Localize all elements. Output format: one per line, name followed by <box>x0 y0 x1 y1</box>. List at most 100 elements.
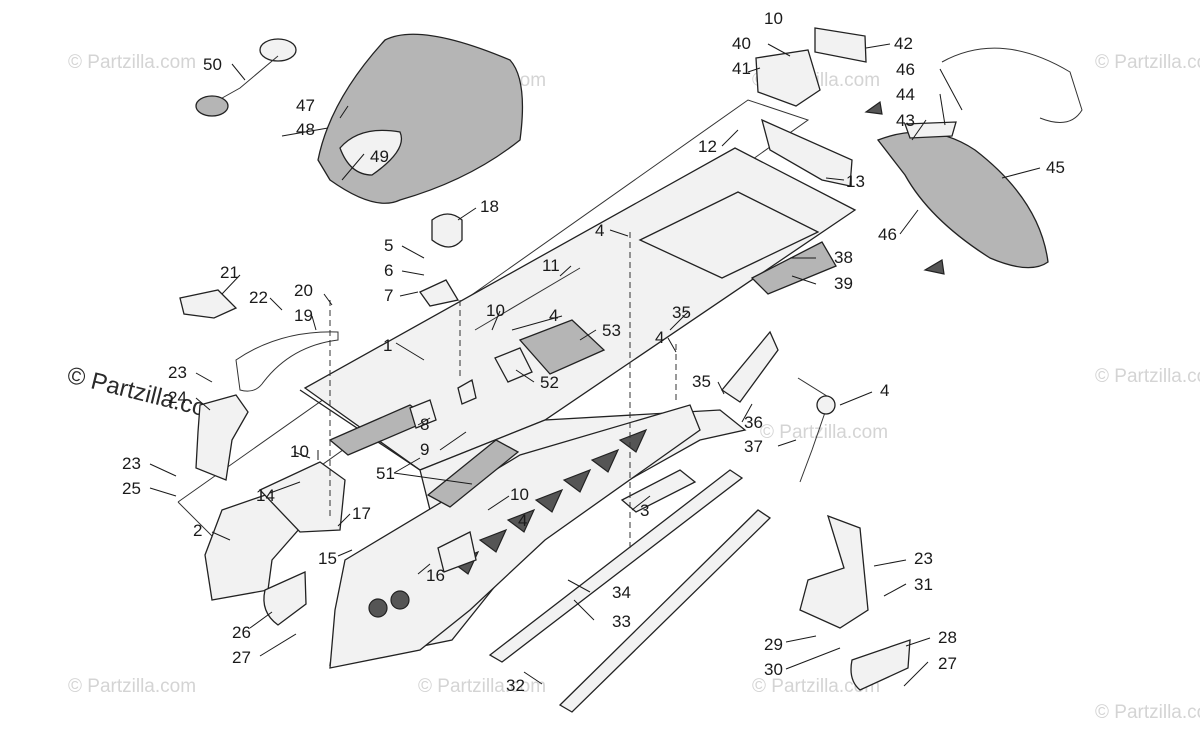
callout-3: 3 <box>640 501 649 520</box>
watermark: © Partzilla.com <box>752 676 880 697</box>
side-cover-plate <box>437 531 477 573</box>
callout-33: 33 <box>612 612 631 631</box>
direction-arrow <box>923 259 945 275</box>
callout-11: 11 <box>542 256 560 275</box>
callout-42: 42 <box>894 34 913 53</box>
bracket-24 <box>195 394 249 481</box>
bracket-7 <box>419 279 460 307</box>
bracket-9 <box>457 378 477 405</box>
rear-bumper-45 <box>876 131 1049 269</box>
callout-6: 6 <box>384 261 393 280</box>
callout-53: 53 <box>602 321 621 340</box>
antenna-rod <box>474 267 581 331</box>
bumper-cap <box>816 395 836 415</box>
callout-4: 4 <box>595 221 604 240</box>
callout-35: 35 <box>672 303 691 322</box>
callout-19: 19 <box>294 306 313 325</box>
callout-4: 4 <box>655 328 664 347</box>
tunnel-vent-grille <box>750 241 837 295</box>
callout-34: 34 <box>612 583 631 602</box>
callout-27: 27 <box>232 648 251 667</box>
callout-15: 15 <box>318 549 337 568</box>
callout-49: 49 <box>370 147 389 166</box>
callout-38: 38 <box>834 248 853 267</box>
callout-40: 40 <box>732 34 751 53</box>
callout-17: 17 <box>352 504 371 523</box>
bumper-arm <box>797 377 831 483</box>
callout-13: 13 <box>846 172 865 191</box>
callout-51: 51 <box>376 464 395 483</box>
slide-bar-33 <box>558 509 772 713</box>
hand-grip-19 <box>235 331 339 392</box>
gas-cap <box>259 38 297 62</box>
front-bracket-upper <box>258 461 346 533</box>
callout-10: 10 <box>290 442 309 461</box>
callout-7: 7 <box>384 286 393 305</box>
slide-rail-34 <box>488 469 744 663</box>
mount-hole <box>368 598 388 618</box>
callout-43: 43 <box>896 111 915 130</box>
direction-arrow <box>864 100 883 115</box>
mount-hole <box>390 590 410 610</box>
tunnel-plate <box>638 191 820 279</box>
callout-2: 2 <box>193 521 202 540</box>
callout-8: 8 <box>420 415 429 434</box>
callout-23: 23 <box>122 454 141 473</box>
callout-1: 1 <box>383 336 392 355</box>
taillight-40 <box>755 49 821 107</box>
bracket-13 <box>761 118 853 187</box>
callout-45: 45 <box>1046 158 1065 177</box>
cap-18 <box>431 213 463 248</box>
watermark: © Partzilla.com <box>1095 366 1200 387</box>
callout-50: 50 <box>203 55 222 74</box>
callout-35: 35 <box>692 372 711 391</box>
callout-24: 24 <box>168 388 187 407</box>
callout-27: 27 <box>938 654 957 673</box>
leader-lines <box>149 43 1041 687</box>
callout-4: 4 <box>518 511 527 530</box>
callout-28: 28 <box>938 628 957 647</box>
callout-37: 37 <box>744 437 763 456</box>
callout-18: 18 <box>480 197 499 216</box>
callout-labels: 1 2 3 4 4 4 4 4 5 6 7 8 9 10 10 10 10 11… <box>122 9 1065 695</box>
strap-50 <box>214 55 279 103</box>
callout-14: 14 <box>256 486 275 505</box>
bracket-3 <box>620 469 697 513</box>
callout-29: 29 <box>764 635 783 654</box>
callout-48: 48 <box>296 120 315 139</box>
callout-46: 46 <box>896 60 915 79</box>
watermark: © Partzilla.com <box>760 422 888 443</box>
callout-16: 16 <box>426 566 445 585</box>
strap-end <box>195 95 229 117</box>
cover-26 <box>263 571 307 626</box>
callout-30: 30 <box>764 660 783 679</box>
cover-21 <box>179 289 238 319</box>
callout-46: 46 <box>878 225 897 244</box>
callout-44: 44 <box>896 85 915 104</box>
watermark: © Partzilla.com <box>1095 52 1200 73</box>
watermark: © Partzilla.com <box>68 676 196 697</box>
callout-32: 32 <box>506 676 525 695</box>
callout-36: 36 <box>744 413 763 432</box>
callout-9: 9 <box>420 440 429 459</box>
callout-39: 39 <box>834 274 853 293</box>
callout-23: 23 <box>914 549 933 568</box>
watermark: © Partzilla.com <box>418 676 546 697</box>
callout-5: 5 <box>384 236 393 255</box>
callout-22: 22 <box>249 288 268 307</box>
watermark: © Partzilla.com <box>68 52 196 73</box>
callout-10: 10 <box>510 485 529 504</box>
bracket-52 <box>494 347 533 383</box>
callout-41: 41 <box>732 59 751 78</box>
callout-20: 20 <box>294 281 313 300</box>
grip-pad <box>518 319 606 375</box>
flap-42 <box>814 27 867 63</box>
strip-44 <box>904 121 957 139</box>
callout-4: 4 <box>880 381 889 400</box>
callout-10: 10 <box>486 301 505 320</box>
callout-26: 26 <box>232 623 251 642</box>
assembly-boundary <box>177 99 810 541</box>
callout-25: 25 <box>122 479 141 498</box>
callout-52: 52 <box>540 373 559 392</box>
